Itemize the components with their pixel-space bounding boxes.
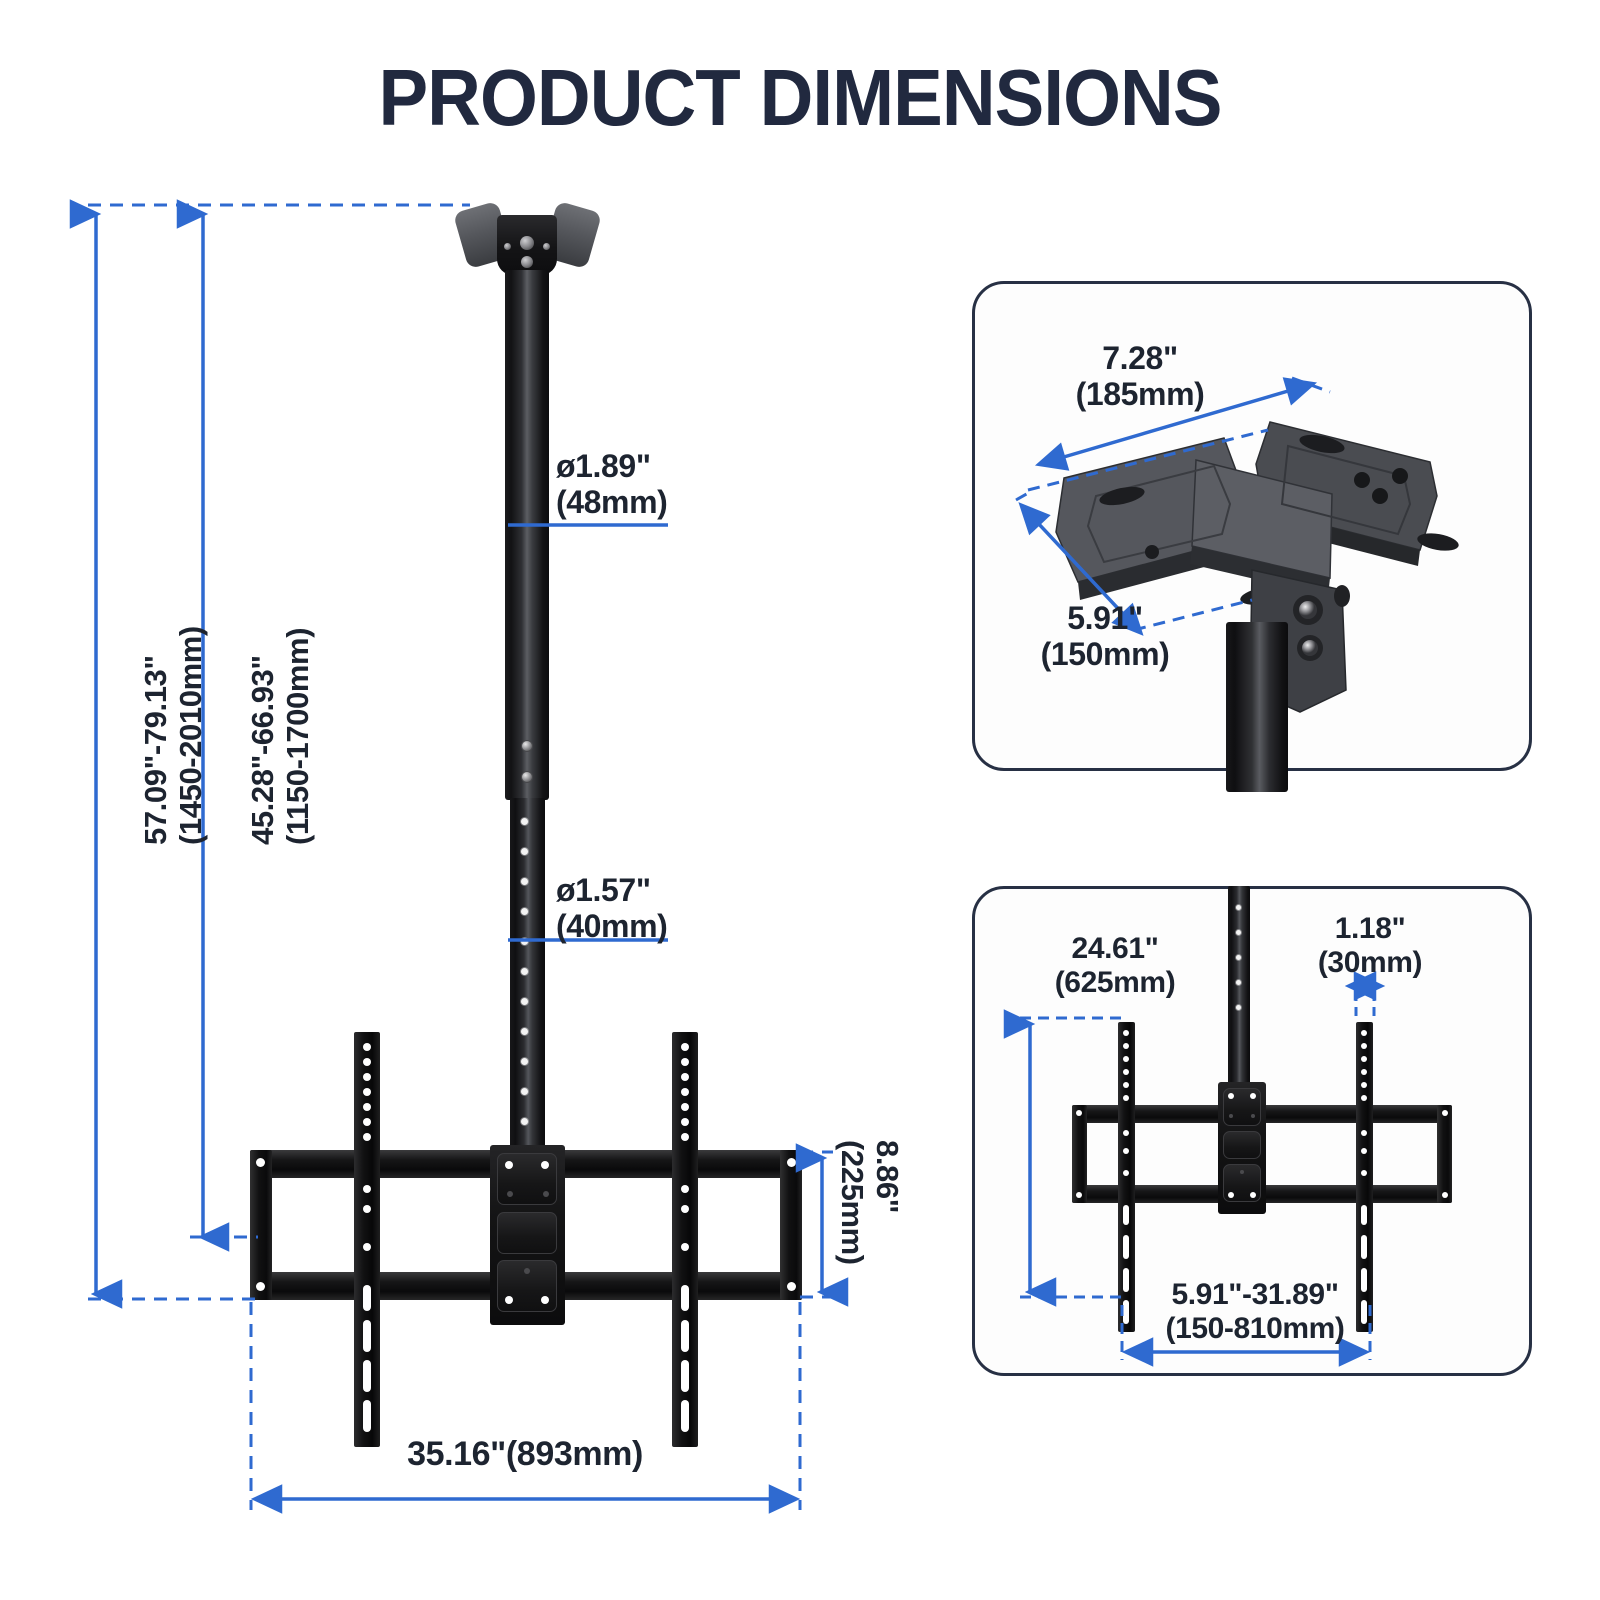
pole-lock-screw-1 [521, 740, 533, 752]
ceiling-screw-right [543, 243, 550, 250]
pole-adjust-hole [521, 1028, 528, 1035]
bracket-width-label: 35.16"(893mm) [407, 1435, 643, 1473]
ceiling-plate-depth-label: 5.91" (150mm) [1040, 600, 1170, 673]
rail-spacing-label: 5.91"-31.89" (150-810mm) [1165, 1278, 1345, 1345]
ceiling-screw-center [520, 236, 534, 250]
ceiling-screw-left [504, 243, 511, 250]
pole-adjust-hole [521, 818, 528, 825]
rail-width-label: 1.18" (30mm) [1317, 912, 1423, 979]
ceiling-screw-lower [521, 256, 533, 268]
ceiling-plate-width-label: 7.28" (185mm) [1075, 340, 1205, 413]
pole-adjust-hole [521, 878, 528, 885]
vesa-plate-middle [497, 1212, 557, 1254]
rail-height-label: 24.61" (625mm) [1054, 932, 1176, 999]
upper-tube-diameter-label: ø1.89" (48mm) [556, 448, 668, 521]
upper-pole-tube [505, 270, 549, 800]
center-vesa-assembly [490, 1145, 565, 1325]
pole-adjust-hole [521, 1058, 528, 1065]
bracket-corner-hole [787, 1158, 796, 1167]
bracket-left-bar [250, 1150, 272, 1300]
left-rail-perforations [0, 0, 900, 1450]
pole-adjust-hole [521, 848, 528, 855]
lower-tube-diameter-label: ø1.57" (40mm) [556, 872, 668, 945]
bracket-corner-hole [787, 1282, 796, 1291]
bracket-corner-hole [256, 1282, 265, 1291]
pole-adjust-hole [521, 1118, 528, 1125]
pole-adjust-hole [521, 998, 528, 1005]
bracket-corner-hole [256, 1158, 265, 1167]
page-title: PRODUCT DIMENSIONS [378, 53, 1222, 142]
pole-adjust-hole [521, 908, 528, 915]
pole-adjust-hole [521, 1088, 528, 1095]
pole-lock-screw-2 [521, 771, 533, 783]
pole-adjust-hole [521, 968, 528, 975]
right-rail-perforations [0, 0, 900, 1450]
